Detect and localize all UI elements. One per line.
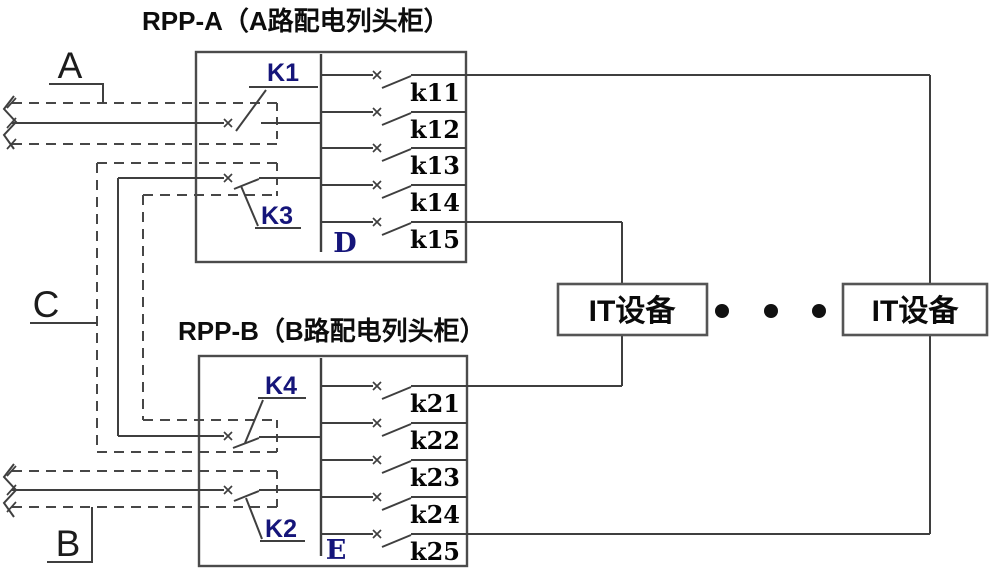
branch-switch-k22: k22 [321, 418, 467, 455]
switch-blade [381, 534, 412, 548]
branch-switch-k13: k13 [321, 143, 466, 180]
it-device-left: IT设备 [556, 282, 709, 337]
it-device-left-label: IT设备 [589, 294, 677, 328]
switch-blade [381, 386, 412, 400]
switch-x-mark [372, 70, 382, 80]
switch-x-mark [372, 381, 382, 391]
switch-k1-label: K1 [267, 59, 299, 87]
main-switch-k1: K1 [223, 59, 321, 132]
branch-switch-k21: k21 [321, 381, 622, 418]
switch-x-mark [372, 217, 382, 227]
label-callout [240, 185, 259, 227]
feed-a-callout [49, 83, 104, 103]
switch-k3-label: K3 [261, 202, 293, 230]
feed-b-callout [47, 507, 93, 563]
label-callout [244, 399, 264, 444]
branch-k24-label: k24 [410, 500, 460, 529]
dot [764, 304, 778, 318]
feed-b-bundle: B [2, 463, 278, 564]
backup-switch-k4: K4 [223, 372, 321, 449]
switch-blade [381, 460, 412, 474]
switch-blade [233, 178, 260, 190]
switch-x-mark [372, 180, 382, 190]
branch-switch-k12: k12 [321, 107, 466, 144]
panel-b-title: RPP-B（B路配电列头柜） [178, 316, 486, 346]
feed-c-bundle: C [30, 162, 278, 453]
it-device-right-box [841, 282, 989, 337]
switch-x-mark [372, 455, 382, 465]
cable-end-ticks [6, 97, 17, 150]
branch-switch-k23: k23 [321, 455, 467, 492]
branch-switch-k14: k14 [321, 180, 466, 217]
switch-x-mark [223, 485, 233, 495]
branch-k15-label: k15 [410, 225, 460, 254]
branch-switch-k24: k24 [321, 492, 467, 529]
feed-b-label: B [56, 523, 81, 564]
branch-switch-k15: k15 [321, 217, 622, 254]
switch-blade [381, 185, 412, 199]
panel-a-box [194, 50, 468, 264]
backup-switch-k3: K3 [223, 173, 321, 230]
ellipsis-dots-icon [715, 304, 826, 318]
it-device-right-label: IT设备 [872, 294, 960, 328]
switch-blade [381, 222, 412, 236]
cable-break-icon [2, 463, 18, 518]
switch-blade [381, 423, 412, 437]
switch-blade [235, 89, 267, 132]
switch-blade [381, 112, 412, 126]
it-device-right: IT设备 [841, 282, 989, 337]
branch-k12-label: k12 [410, 115, 460, 144]
branch-k11-label: k11 [410, 78, 460, 107]
branch-k13-label: k13 [410, 151, 460, 180]
label-callout [245, 497, 263, 540]
branch-k23-label: k23 [410, 463, 460, 492]
branch-k14-label: k14 [410, 188, 460, 217]
it-device-left-box [556, 282, 709, 337]
main-switch-k2: K2 [223, 485, 321, 543]
switch-k2-label: K2 [265, 515, 297, 543]
switch-x-mark [372, 492, 382, 502]
panel-a-title: RPP-A（A路配电列头柜） [142, 6, 450, 36]
switch-blade [233, 490, 260, 502]
switch-x-mark [372, 529, 382, 539]
switch-x-mark [372, 107, 382, 117]
cable-end-ticks [6, 465, 17, 513]
feed-c-label: C [33, 284, 60, 325]
dot [812, 304, 826, 318]
switch-k4-label: K4 [265, 372, 297, 400]
feed-a-bundle: A [2, 45, 278, 150]
switch-x-mark [223, 173, 233, 183]
feed-a-label: A [58, 45, 83, 86]
cable-break-icon [2, 95, 18, 150]
panel-a-bus-label: D [333, 228, 356, 259]
branch-switch-k11: k11 [321, 70, 930, 107]
switch-blade [381, 75, 412, 89]
branch-k21-label: k21 [410, 389, 460, 418]
panel-b-bus-label: E [326, 535, 347, 566]
switch-x-mark [372, 143, 382, 153]
switch-blade [381, 497, 412, 511]
switch-x-mark [223, 431, 233, 441]
branch-switch-k25: k25 [321, 529, 930, 566]
branch-k22-label: k22 [410, 426, 460, 455]
switch-x-mark [223, 118, 233, 128]
switch-blade [381, 148, 412, 162]
branch-k25-label: k25 [410, 537, 460, 566]
dot [715, 304, 729, 318]
switch-x-mark [372, 418, 382, 428]
